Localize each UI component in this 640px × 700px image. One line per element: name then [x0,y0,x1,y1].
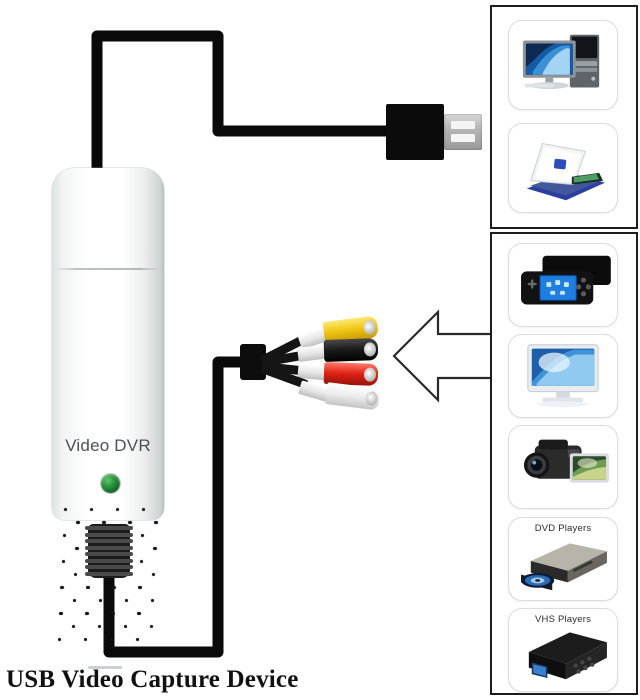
ventilation-hole [71,625,75,629]
dvd-player-card: DVD Players [508,517,618,601]
device-cap-seam [54,268,162,270]
ventilation-hole [142,508,146,512]
ventilation-hole [154,521,158,525]
rca-tip-white [364,390,379,407]
vhs-player-label: VHS Players [534,614,592,625]
ventilation-hole [138,586,142,590]
ventilation-hole [85,612,89,616]
desktop-computer-icon [522,34,600,89]
vhs-player-icon [528,632,607,680]
page-caption: USB Video Capture Device [6,666,299,693]
usb-slot-upper [451,121,475,129]
rca-tip-red [363,367,377,382]
ventilation-hole [84,638,88,642]
ventilation-hole [61,560,65,564]
ventilation-hole [59,612,63,616]
strain-relief-rib [85,545,133,550]
camcorder-card [508,425,618,509]
status-led-indicator [101,474,120,493]
ventilation-hole [60,586,64,590]
video-sources-panel: DVD Players VHS Players [490,232,638,695]
source-to-device-arrow [392,309,498,403]
device-bottom-seam [88,666,122,669]
rca-tip-yellow [362,319,377,336]
computers-panel [490,5,638,229]
device-brand-label: Video DVR [65,436,151,455]
ventilation-hole [124,599,129,603]
ventilation-hole [64,508,68,512]
rca-plug-black [323,338,379,362]
usb-slot-lower [451,134,475,142]
ventilation-hole [110,638,114,642]
strain-relief-rib [85,565,133,569]
rca-plug-white [324,382,381,411]
desktop-computer-card [508,20,618,110]
strain-relief-rib [85,532,133,537]
strain-relief-rib [85,539,133,543]
vhs-player-card: VHS Players [508,608,618,692]
ventilation-hole [72,599,77,603]
lcd-monitor-tv-icon [527,344,599,408]
laptop-computer-card [508,123,618,213]
ventilation-hole [86,586,90,590]
lcd-monitor-tv-card [508,334,618,418]
handheld-game-console-card [508,243,618,327]
ventilation-hole [128,521,132,525]
strain-relief-rib [85,571,133,576]
ventilation-hole [75,547,79,551]
ventilation-hole [112,586,116,590]
ventilation-hole [97,625,101,629]
dvd-player-icon [521,543,607,591]
ventilation-hole [76,521,80,525]
strain-relief-rib [85,558,133,563]
rca-tip-black [363,342,377,357]
ventilation-hole [152,573,156,577]
usb-connector-body [386,104,444,160]
ventilation-hole [137,612,141,616]
handheld-game-console-icon [521,255,611,305]
ventilation-hole [90,508,94,512]
ventilation-hole [111,612,115,616]
device-shell [52,168,164,520]
camcorder-icon [523,439,609,483]
ventilation-hole [123,625,127,629]
ventilation-hole [98,599,103,603]
cable-strain-relief [85,524,133,578]
ventilation-hole [153,547,157,551]
ventilation-hole [150,599,155,603]
strain-relief-rib [85,526,133,530]
ventilation-hole [102,521,106,525]
ventilation-hole [74,573,78,577]
ventilation-hole [139,560,143,564]
ventilation-hole [140,534,145,538]
usb-connector-tip [444,114,482,150]
ventilation-hole [62,534,67,538]
ventilation-hole [149,625,153,629]
ventilation-hole [116,508,120,512]
strain-relief-rib [85,552,133,556]
capture-device: Video DVR [52,168,164,669]
laptop-computer-icon [526,142,606,201]
rca-connector-bundle [240,300,410,412]
ventilation-hole [136,638,140,642]
dvd-player-label: DVD Players [534,523,592,534]
ventilation-hole [58,638,62,642]
